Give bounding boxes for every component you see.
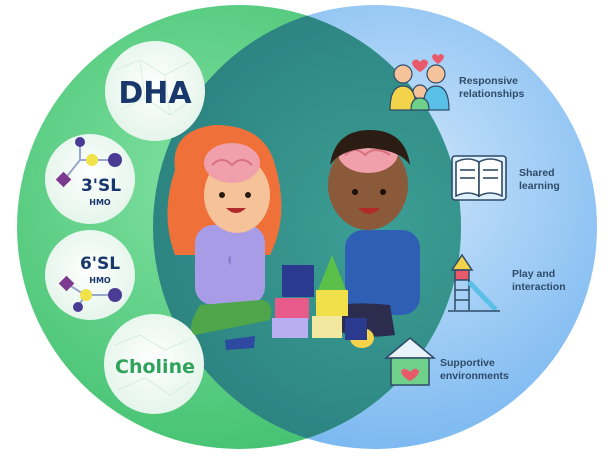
children-illustration	[167, 125, 420, 350]
play-label-line2: interaction	[512, 281, 566, 293]
shared-learning-item: Shared learning	[451, 155, 560, 201]
open-book-icon	[451, 155, 507, 201]
toy-blocks	[272, 255, 367, 340]
responsive-relationships-item: Responsive relationships	[389, 54, 525, 111]
6sl-sublabel: HMO	[89, 276, 111, 285]
responsive-label-line2: relationships	[459, 88, 525, 100]
play-label-line1: Play and	[512, 268, 555, 280]
3sl-label: 3'SL	[81, 176, 121, 196]
supportive-label-line2: environments	[440, 370, 509, 382]
dha-bubble: DHA	[105, 41, 205, 141]
choline-label: Choline	[115, 356, 195, 378]
shared-label-line1: Shared	[519, 167, 555, 179]
choline-bubble: Choline	[104, 314, 204, 414]
6sl-bubble: 6'SL HMO	[45, 230, 135, 320]
3sl-bubble: 3'SL HMO	[45, 134, 135, 224]
molecule-icon	[55, 137, 122, 188]
playground-slide-icon	[448, 253, 500, 312]
svg-text:Shared learning: Shared learning	[519, 167, 560, 192]
supportive-label-line1: Supportive	[440, 357, 495, 369]
svg-text:Play and interaction: Play and interaction	[512, 268, 566, 293]
dha-label: DHA	[118, 76, 192, 111]
family-icon	[389, 54, 450, 111]
svg-text:Responsive relationships: Responsive relationships	[459, 75, 525, 100]
shared-label-line2: learning	[519, 180, 560, 192]
girl-figure	[167, 125, 282, 350]
supportive-environments-item: Supportive environments	[383, 337, 509, 386]
svg-text:Supportive environments: Supportive environments	[440, 357, 509, 382]
6sl-label: 6'SL	[80, 254, 120, 274]
house-heart-icon	[383, 337, 437, 386]
responsive-label-line1: Responsive	[459, 75, 518, 87]
3sl-sublabel: HMO	[89, 198, 111, 207]
play-interaction-item: Play and interaction	[448, 253, 566, 312]
